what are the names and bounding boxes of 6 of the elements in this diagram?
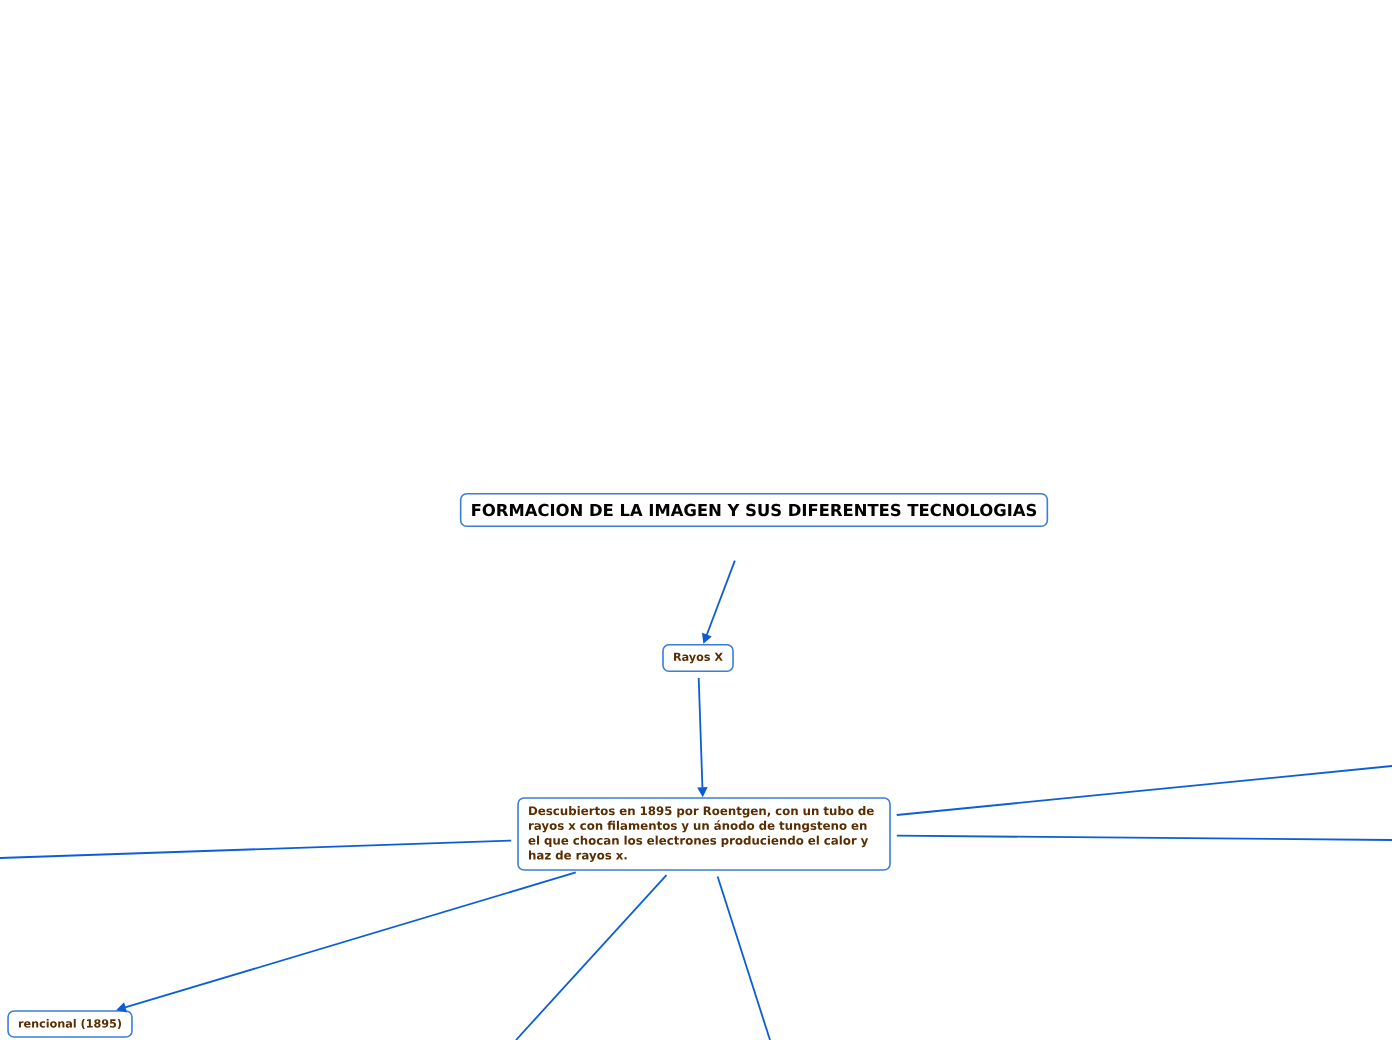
connector-line [515,874,668,1040]
connector-line [0,839,513,859]
connector-line [895,834,1392,841]
connector-line [716,875,771,1040]
title-box: FORMACION DE LA IMAGEN Y SUS DIFERENTES TECNOLOGIAS [459,493,1049,527]
connector-line [895,765,1392,816]
